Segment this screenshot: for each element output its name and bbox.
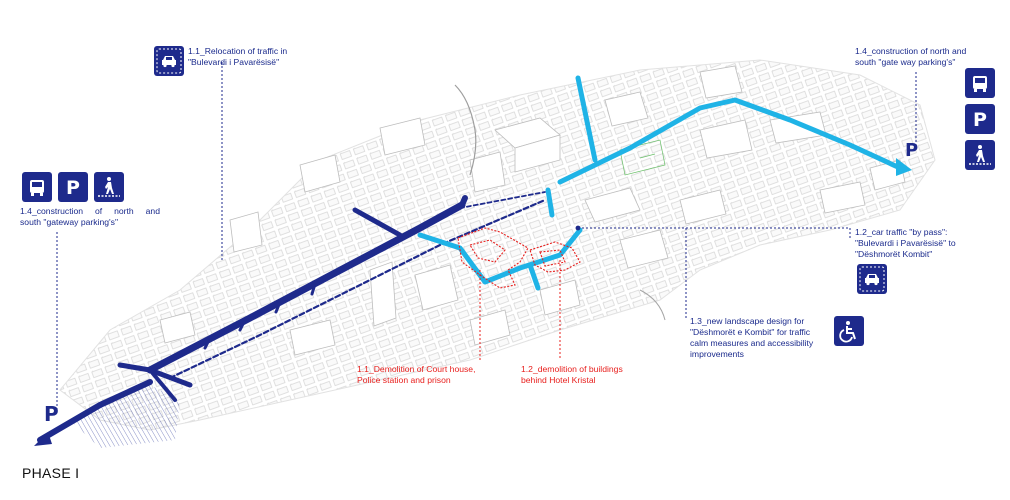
bypass-route [417, 75, 903, 291]
annotation-relocation-traffic: 1.1_Relocation of traffic in "Bulevardi … [188, 46, 288, 67]
annotation-landscape-design: 1.3_new landscape design for "Dëshmorët … [690, 316, 814, 359]
car-icon [857, 264, 887, 294]
parking-icon: P [58, 172, 88, 202]
annotation-demolition-court-house: 1.1_Demolition of Court house, Police st… [357, 364, 476, 385]
south-parking-label: P [44, 402, 59, 426]
leader-marker [575, 225, 581, 231]
wheelchair-icon [834, 316, 864, 346]
demolition-areas [457, 227, 581, 289]
annotation-demolition-hotel-kristal: 1.2_demolition of buildings behind Hotel… [521, 364, 623, 385]
car-icon [154, 46, 184, 76]
svg-text:P: P [973, 109, 987, 131]
north-parking-label: P [905, 140, 919, 161]
leader-lines [56, 62, 917, 410]
south-parking-area [70, 385, 180, 448]
bus-icon [965, 68, 995, 98]
annotation-gateway-parking-south: 1.4_construction of north and south "gat… [20, 206, 160, 227]
svg-text:P: P [66, 177, 80, 199]
annotation-car-bypass: 1.2_car traffic "by pass": "Bulevardi i … [855, 227, 956, 259]
annotation-gateway-parking-north: 1.4_construction of north and south "gat… [855, 46, 967, 67]
phase-label: PHASE I [22, 465, 80, 481]
pedestrian-icon [94, 172, 124, 202]
boulevard-relocated-traffic [37, 191, 547, 443]
parking-icon: P [965, 104, 995, 134]
bus-icon [22, 172, 52, 202]
north-parking-arrow [896, 158, 912, 176]
pedestrian-icon [965, 140, 995, 170]
south-parking-arrow [34, 432, 52, 446]
